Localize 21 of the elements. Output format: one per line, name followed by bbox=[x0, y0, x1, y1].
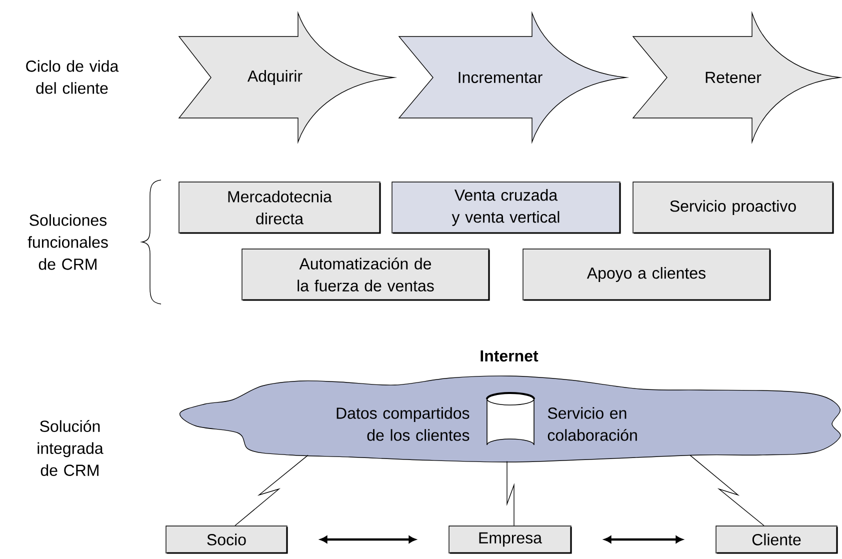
process-box: Socio bbox=[166, 526, 288, 554]
double-arrow bbox=[320, 536, 416, 544]
process-box: Automatización de la fuerza de ventas bbox=[242, 248, 490, 301]
row-label: Ciclo de vida del cliente bbox=[26, 60, 119, 94]
database-cylinder bbox=[486, 392, 535, 446]
row-label: Soluciones funcionales de CRM bbox=[28, 214, 108, 270]
process-box: Apoyo a clientes bbox=[522, 248, 771, 301]
process-box: Venta cruzada y venta vertical bbox=[392, 182, 621, 234]
lightning-line bbox=[234, 454, 308, 526]
process-box: Servicio proactivo bbox=[632, 182, 834, 234]
process-box: Cliente bbox=[716, 526, 838, 554]
cloud-shape bbox=[179, 376, 841, 462]
double-arrow bbox=[604, 536, 683, 544]
lightning-line bbox=[506, 460, 514, 526]
lightning-line bbox=[690, 454, 764, 526]
cloud-text: Datos compartidos de los clientes bbox=[336, 407, 470, 441]
row-label: Solución integrada de CRM bbox=[38, 420, 104, 476]
process-box: Mercadotecnia directa bbox=[178, 182, 381, 234]
cloud-text: Servicio en colaboración bbox=[548, 407, 637, 441]
process-box: Empresa bbox=[448, 526, 572, 554]
cloud-text: Internet bbox=[480, 350, 538, 362]
